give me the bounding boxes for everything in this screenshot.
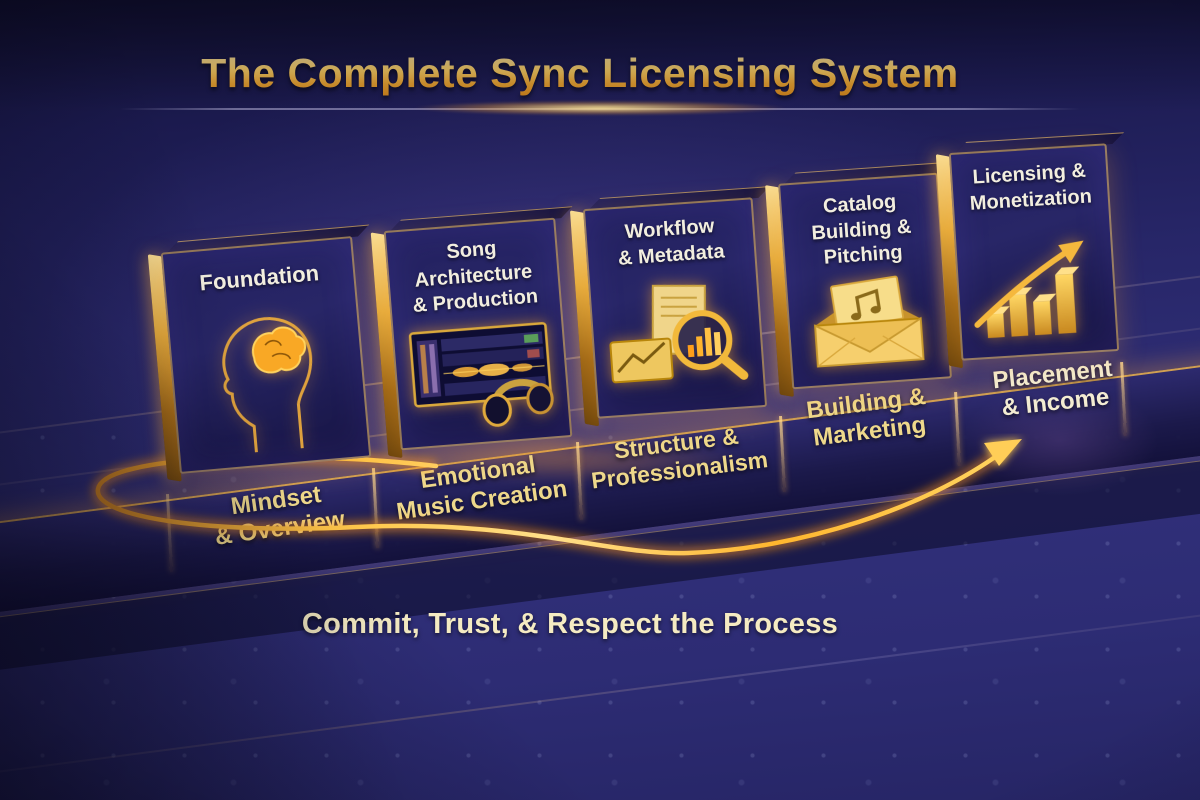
box-front-face: Workflow & Metadata bbox=[582, 197, 768, 419]
module-box-catalog-pitching: Catalog Building & Pitching bbox=[765, 161, 956, 397]
documents-magnifier-chart-icon bbox=[597, 263, 757, 416]
module-title: Song Architecture & Production bbox=[411, 237, 539, 318]
tagline: Commit, Trust, & Respect the Process bbox=[301, 608, 839, 640]
box-front-face: Catalog Building & Pitching bbox=[778, 172, 952, 390]
module-box-licensing-monetization: Licensing & Monetization bbox=[935, 132, 1125, 369]
module-title: Catalog Building & Pitching bbox=[810, 190, 913, 269]
module-title: Workflow & Metadata bbox=[617, 215, 726, 270]
module-box-foundation: Foundation bbox=[147, 224, 372, 482]
box-front-face: Song Architecture & Production bbox=[383, 217, 573, 451]
page-title: The Complete Sync Licensing System bbox=[0, 50, 1180, 97]
title-glow-flare bbox=[350, 98, 850, 118]
head-brain-icon bbox=[181, 285, 355, 470]
growth-bars-arrow-icon bbox=[963, 209, 1109, 358]
module-box-song-architecture: Song Architecture & Production bbox=[370, 206, 573, 459]
box-front-face: Foundation bbox=[160, 236, 372, 474]
box-front-face: Licensing & Monetization bbox=[948, 143, 1120, 361]
daw-headphones-icon bbox=[401, 309, 563, 448]
module-title: Licensing & Monetization bbox=[969, 159, 1093, 215]
envelope-music-note-icon bbox=[794, 264, 942, 387]
module-box-workflow-metadata: Workflow & Metadata bbox=[569, 186, 770, 427]
